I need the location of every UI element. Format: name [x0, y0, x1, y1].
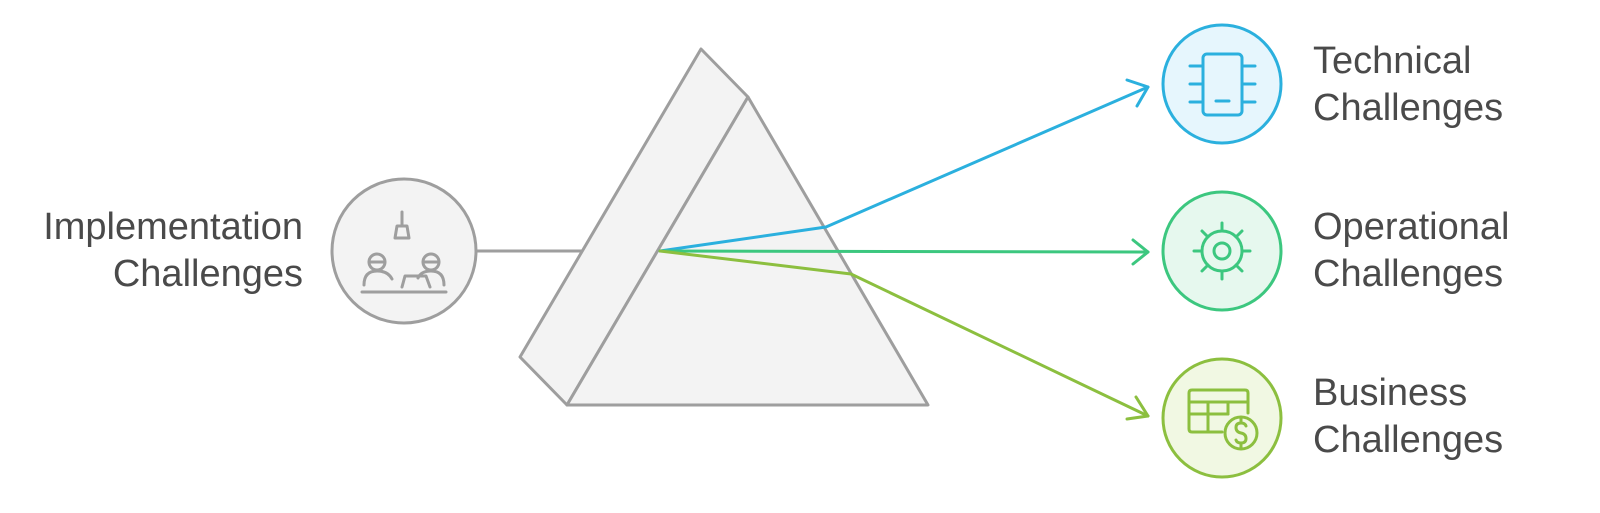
- source-label-line-1: Implementation: [43, 206, 303, 248]
- technical-label-line-2: Challenges: [1313, 87, 1504, 129]
- operational-label: Operational Challenges: [1313, 204, 1509, 298]
- technical-label-line-1: Technical: [1313, 40, 1472, 82]
- source-label-line-2: Challenges: [112, 253, 303, 295]
- operational-label-line-2: Challenges: [1313, 253, 1504, 295]
- gear-icon: [1192, 221, 1252, 281]
- microchip-icon: [1188, 52, 1257, 117]
- source-label: Implementation Challenges: [43, 204, 303, 298]
- business-label-line-1: Business: [1313, 372, 1468, 414]
- team-meeting-icon: [360, 210, 448, 294]
- business-beam: [658, 249, 1150, 421]
- source-node: [330, 177, 478, 325]
- business-label-line-2: Challenges: [1313, 419, 1504, 461]
- operational-beam: [658, 238, 1150, 266]
- spreadsheet-dollar-icon: [1187, 388, 1259, 451]
- technical-beam: [658, 78, 1150, 253]
- technical-node: [1161, 23, 1283, 145]
- operational-label-line-1: Operational: [1313, 206, 1510, 248]
- business-node: [1161, 357, 1283, 479]
- technical-label: Technical Challenges: [1313, 38, 1503, 132]
- prism-shape: [518, 47, 930, 407]
- business-label: Business Challenges: [1313, 370, 1503, 464]
- operational-node: [1161, 190, 1283, 312]
